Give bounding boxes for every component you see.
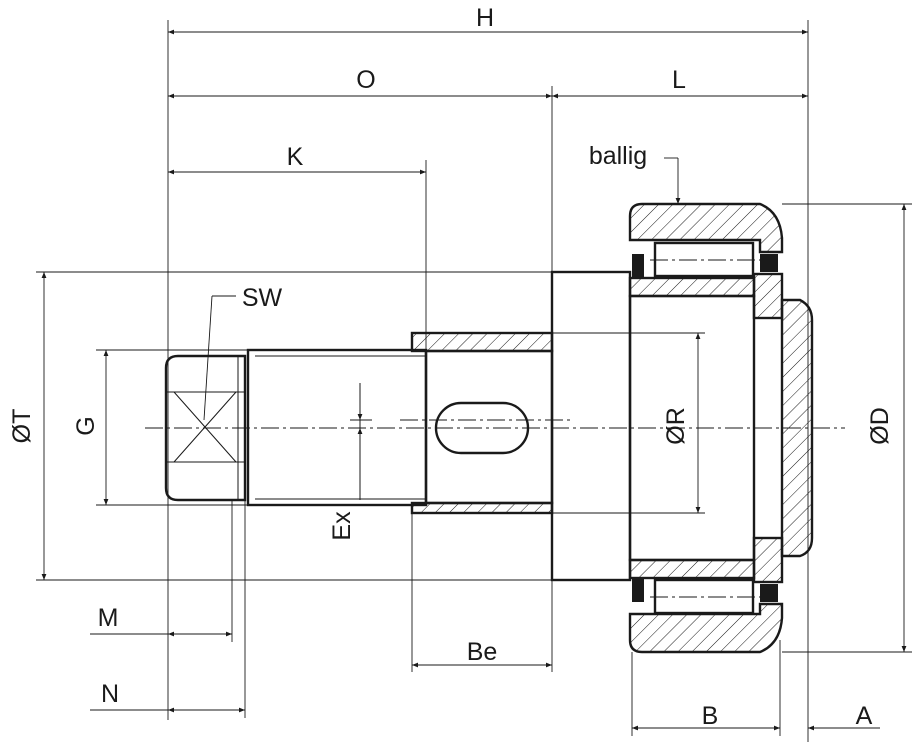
shoulder-flange: [550, 270, 632, 582]
label-SW: SW: [242, 284, 283, 312]
label-T: ØT: [8, 409, 36, 444]
eccentric-bushing-top: [410, 331, 554, 353]
label-H: H: [476, 4, 494, 32]
outer-ring-bottom: [628, 602, 784, 654]
seal-top-left: [632, 254, 644, 278]
seal-top-right: [760, 254, 778, 272]
label-ballig: ballig: [589, 142, 647, 170]
center-lines: [145, 383, 845, 500]
label-R: ØR: [662, 407, 690, 445]
extension-lines: [36, 20, 912, 742]
seal-bottom-left: [632, 578, 644, 602]
label-A: A: [856, 702, 873, 730]
label-O: O: [356, 66, 375, 94]
side-plate-bottom: [752, 536, 784, 584]
inner-race-bottom: [628, 558, 756, 580]
label-L: L: [672, 66, 686, 94]
label-N: N: [101, 680, 119, 708]
dimension-labels: H O L K ballig SW ØT G Ex ØR ØD M N Be B…: [8, 4, 894, 730]
label-K: K: [287, 143, 304, 171]
label-M: M: [98, 604, 119, 632]
hex-head: [164, 354, 247, 502]
inner-race-top: [628, 276, 756, 298]
label-Be: Be: [467, 638, 498, 666]
dimension-lines: [41, 29, 907, 731]
label-D: ØD: [866, 407, 894, 445]
label-G: G: [72, 416, 100, 435]
side-plate-top: [752, 272, 784, 320]
seal-bottom-right: [760, 584, 778, 602]
label-B: B: [702, 702, 719, 730]
eccentric-bushing-bottom: [410, 501, 554, 515]
part-outline: [164, 202, 814, 654]
outer-ring-top: [628, 202, 784, 254]
label-Ex: Ex: [328, 511, 356, 541]
eccentric-collar: [424, 349, 554, 505]
